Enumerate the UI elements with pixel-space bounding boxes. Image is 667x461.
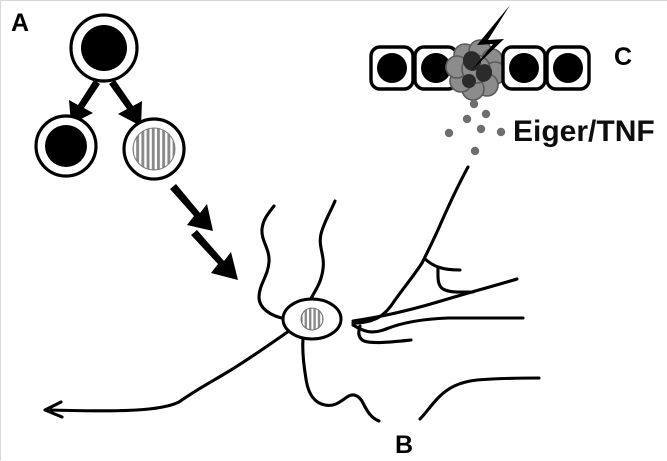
panel-c-group	[369, 5, 591, 156]
neuron-nucleus	[300, 307, 324, 331]
precursor-cell-nucleus	[81, 25, 127, 71]
epithelial-cell-5	[545, 45, 591, 91]
epithelial-cell-2-nucleus	[421, 53, 451, 83]
ligand-particle-group	[444, 99, 506, 156]
differentiation-arrow-2	[191, 230, 238, 280]
axon-terminal-arrowhead	[43, 400, 64, 419]
epithelial-cell-4	[501, 45, 547, 91]
epithelial-cell-4-nucleus	[509, 53, 539, 83]
dendrite-right-upper	[351, 277, 519, 323]
division-arrow-right	[109, 80, 142, 126]
dendrite-upper-left-1	[257, 204, 288, 321]
panel-b-group	[43, 165, 541, 423]
daughter-cell-solid	[34, 114, 98, 178]
panel-label-b: B	[395, 431, 413, 459]
dendrite-right-lower-hook	[357, 324, 413, 345]
epithelial-cell-5-nucleus	[553, 53, 583, 83]
dendrite-lower-right	[418, 376, 541, 421]
dendrite-lower-left	[301, 337, 381, 423]
dendrite-right-lower	[351, 316, 525, 334]
epithelial-cell-1-nucleus	[377, 53, 407, 83]
differentiation-arrow-1	[170, 184, 213, 231]
panel-label-a: A	[11, 9, 29, 37]
daughter-cell-striped-nucleus	[132, 127, 176, 171]
dendrite-ascending	[420, 165, 470, 265]
neuron-axon	[49, 329, 291, 413]
panel-label-c: C	[614, 43, 632, 71]
eiger-tnf-label: Eiger/TNF	[513, 115, 655, 148]
neuron-soma	[281, 297, 343, 341]
daughter-cell-solid-nucleus	[45, 125, 87, 167]
panel-a-group	[34, 13, 238, 280]
dendrite-upper-left-2	[308, 199, 337, 303]
damaged-cell-nuclear-fragments	[462, 51, 493, 88]
daughter-cell-striped	[122, 117, 186, 181]
division-arrow-left	[69, 80, 100, 124]
precursor-cell	[69, 13, 139, 83]
dendrite-ascending-lower	[351, 261, 424, 325]
dendrite-fork-hook	[436, 265, 475, 294]
epithelial-cell-1	[369, 45, 415, 91]
